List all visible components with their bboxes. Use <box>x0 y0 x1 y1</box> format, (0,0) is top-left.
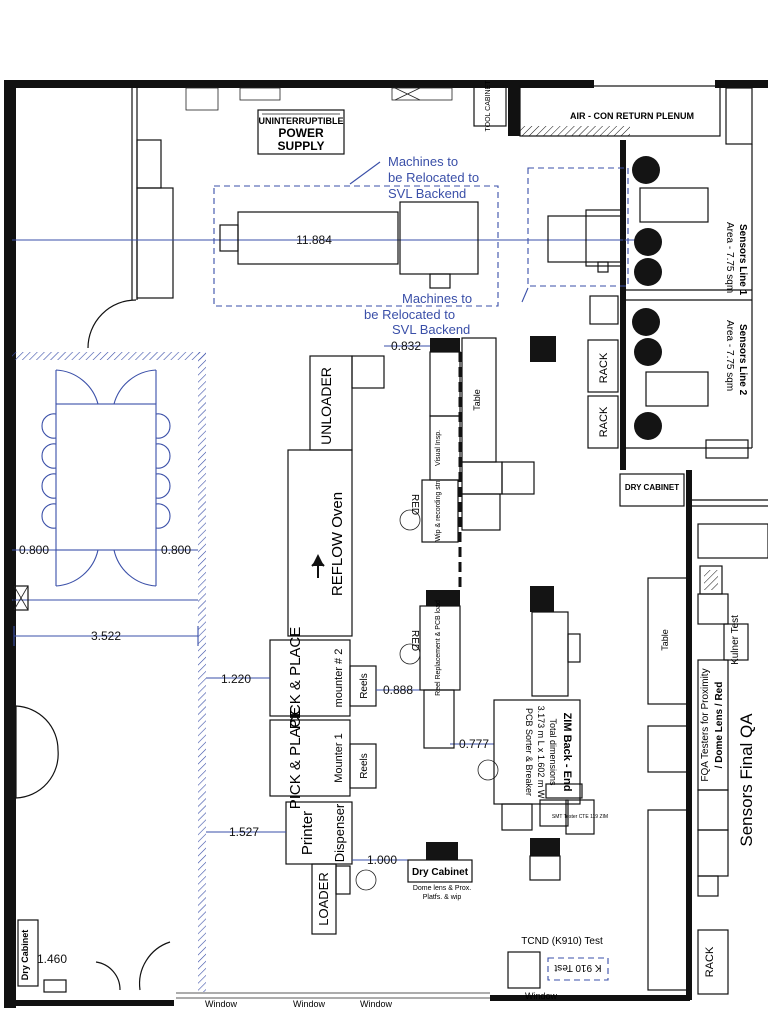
conference-room <box>12 352 206 992</box>
bottom-window-strip <box>176 992 490 999</box>
reels-2-label: Reels <box>359 753 370 779</box>
k910-test-label: K 910 Test <box>554 962 601 973</box>
dry-cabinet-bottom-sub2: Platfs. & wip <box>423 894 462 901</box>
relocation-note-lower-3: SVL Backend <box>392 322 470 337</box>
relocation-note-upper: Machines to be Relocated to SVL Backend <box>388 154 479 201</box>
dimension-0800-left: 0.800 <box>19 543 49 557</box>
dry-cabinet-bottom-label: Dry Cabinet <box>412 867 469 878</box>
tool-cabinet: TOOL CABINET <box>473 80 507 132</box>
ups-label-line3: SUPPLY <box>278 139 325 153</box>
dispenser-label: Dispenser <box>332 803 347 862</box>
dimension-1460: 1.460 <box>37 952 67 966</box>
relocation-note-upper-2: be Relocated to <box>388 170 479 185</box>
dry-cabinet-bottom: Dry Cabinet Dome lens & Prox. Platfs. & … <box>407 842 473 901</box>
reel-replacement-label: Reel Replacement & PCB load <box>435 600 442 696</box>
top-small-boxes <box>185 87 453 111</box>
window-label-1: Window <box>205 999 238 1009</box>
window-label-2: Window <box>293 999 326 1009</box>
dimension-3522: 3.522 <box>91 629 121 643</box>
red-1-label: RED <box>409 494 420 515</box>
reels-1-label: Reels <box>359 673 370 699</box>
tcnd-test: TCND (K910) Test K 910 Test <box>507 936 609 989</box>
rack-label-3: RACK <box>704 946 716 977</box>
visual-insp-label: Visual Insp. <box>435 430 442 466</box>
dry-cabinet-right-label: DRY CABINET <box>625 483 679 492</box>
dry-cabinet-bottom-sub1: Dome lens & Prox. <box>413 885 471 892</box>
dimension-0777: 0.777 <box>459 737 489 751</box>
dimension-11884: 11.884 <box>296 233 332 247</box>
rack-label-1: RACK <box>598 352 610 383</box>
dimension-1220: 1.220 <box>221 672 251 686</box>
ups-box: UNINTERRUPTIBLE POWER SUPPLY <box>257 109 345 155</box>
loader-label: LOADER <box>316 872 331 925</box>
air-return-plenum: AIR - CON RETURN PLENUM <box>519 85 753 145</box>
dimension-1000: 1.000 <box>367 853 397 867</box>
tcnd-test-label: TCND (K910) Test <box>521 936 603 947</box>
window-label-4: Window <box>525 991 558 1001</box>
inspection-stations <box>355 337 535 891</box>
pick-place-1-label: PICK & PLACE <box>287 627 304 730</box>
relocation-note-lower-1: Machines to <box>402 291 472 306</box>
smt-dimension-lines <box>206 345 494 861</box>
sensors-line-2-area: Area - 7.75 sqm <box>724 320 735 391</box>
left-cabinet-column <box>87 86 174 349</box>
sensors-lines-area <box>587 144 753 459</box>
kulner-test-label: Kulner Test <box>730 615 741 665</box>
fqa-testers-label-1: FQA Testers for Proximity <box>700 668 711 781</box>
reflow-oven-label: REFLOW Oven <box>329 492 346 596</box>
zim-label-2: Total dimensions <box>548 718 558 786</box>
relocation-note-upper-3: SVL Backend <box>388 186 466 201</box>
dry-cabinet-left: Dry Cabinet <box>17 919 67 993</box>
pick-place-2-label: PICK & PLACE <box>287 707 304 810</box>
table-1-label: Table <box>472 389 482 411</box>
dimension-0888: 0.888 <box>383 683 413 697</box>
smt-test-label: SMT Tester CTE 119 ZIM <box>552 814 608 820</box>
printer-label: Printer <box>299 811 316 855</box>
dimension-1527: 1.527 <box>229 825 259 839</box>
sensors-final-qa-area <box>647 499 768 995</box>
left-doors <box>4 700 171 991</box>
sensors-final-qa-label: Sensors Final QA <box>737 713 756 847</box>
sensors-line-1-area: Area - 7.75 sqm <box>724 222 735 293</box>
mounter-1-label: Mounter 1 <box>333 733 345 783</box>
relocation-note-lower: Machines to be Relocated to SVL Backend <box>364 291 472 337</box>
ups-label-line1: UNINTERRUPTIBLE <box>259 116 344 126</box>
red-2-label: RED <box>409 630 420 651</box>
dimension-0832: 0.832 <box>391 339 421 353</box>
fqa-testers-label-2: / Dome Lens / Red <box>714 682 725 769</box>
sensors-line-2-label: Sensors Line 2 <box>737 324 748 396</box>
zim-label-3: 3.173 m L x 1.602 m W <box>536 706 546 799</box>
tool-cabinet-label: TOOL CABINET <box>485 80 492 132</box>
dry-cabinet-left-label: Dry Cabinet <box>20 930 30 981</box>
air-plenum-label: AIR - CON RETURN PLENUM <box>570 111 694 121</box>
relocation-note-lower-2: be Relocated to <box>364 307 455 322</box>
ups-label-line2: POWER <box>278 126 324 140</box>
dry-cabinet-right: DRY CABINET <box>619 473 685 507</box>
zim-label-1: ZIM Back - End <box>561 713 573 792</box>
sensors-line-1-label: Sensors Line 1 <box>737 224 748 296</box>
outer-walls <box>4 80 768 1008</box>
dimension-0800-right: 0.800 <box>161 543 191 557</box>
zim-label-4: PCB Sorter & Breaker <box>524 708 534 796</box>
relocation-note-upper-1: Machines to <box>388 154 458 169</box>
relocation-zone <box>12 161 640 307</box>
zim-back-end <box>493 336 595 881</box>
rack-label-2: RACK <box>598 406 610 437</box>
window-label-3: Window <box>360 999 393 1009</box>
table-2-label: Table <box>660 629 670 651</box>
unloader-label: UNLOADER <box>318 367 334 445</box>
mounter-2-label: mounter # 2 <box>333 649 345 708</box>
wip-recording-label: Wip & recording stn <box>435 480 442 541</box>
